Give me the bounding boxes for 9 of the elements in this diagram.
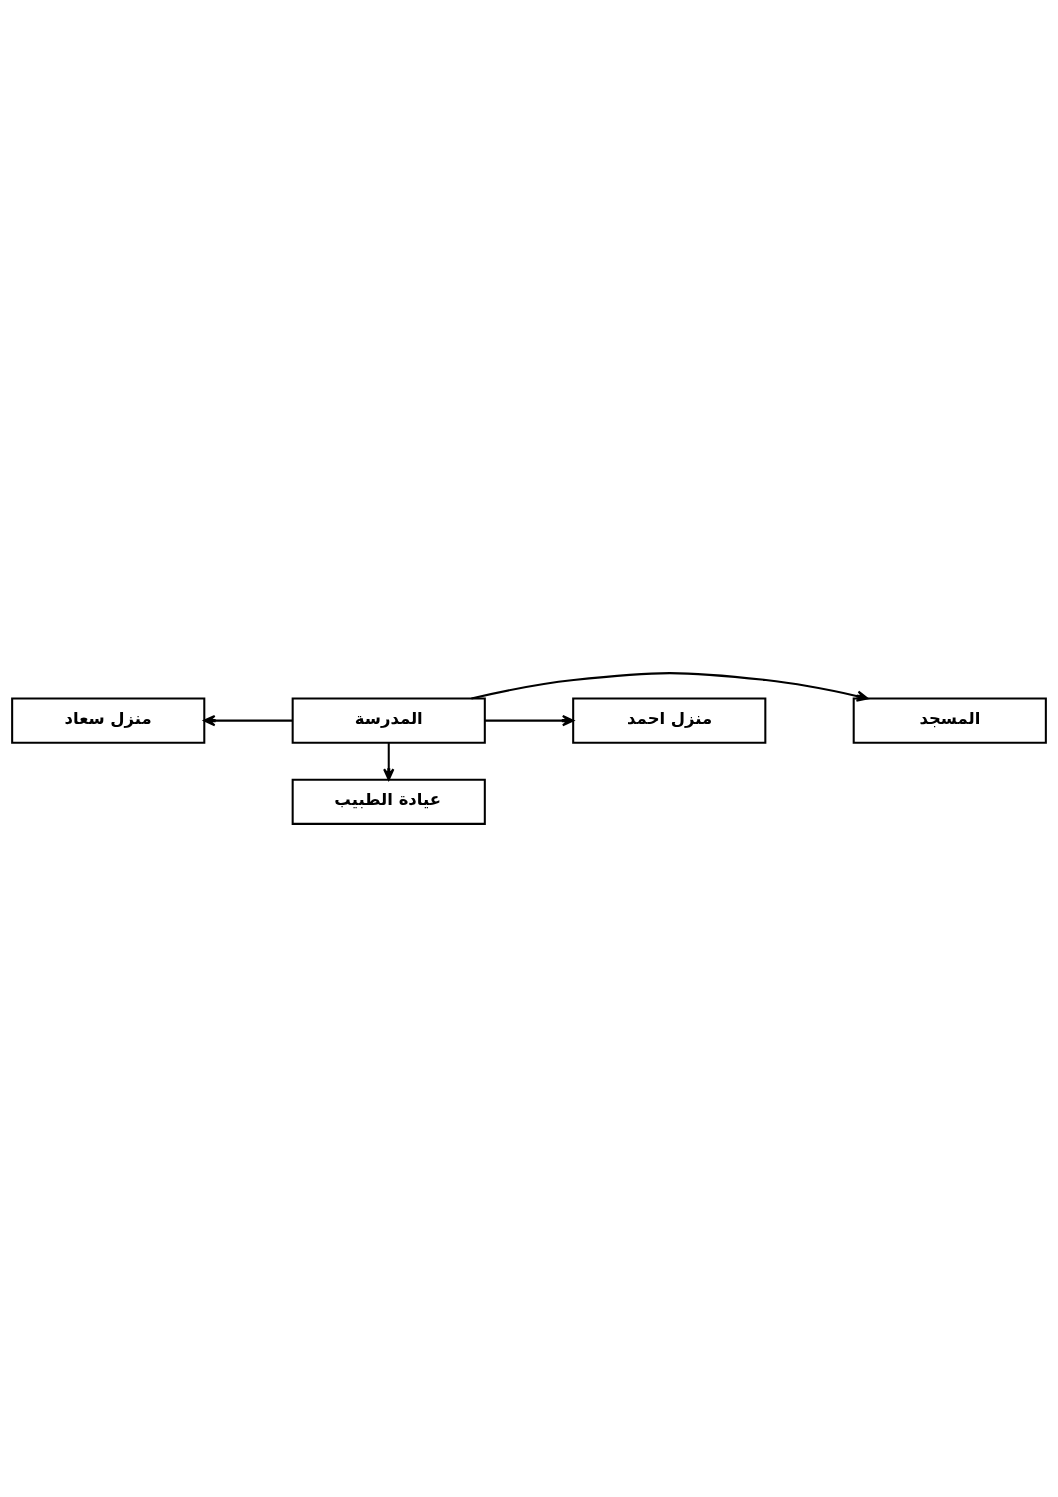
node-box: المدرسة [291,697,486,744]
arrow [484,714,575,727]
arrow [203,714,293,727]
node-box: منزل سعاد [11,697,206,744]
node-box: المسجد [852,697,1047,744]
arrow [471,672,869,702]
node-box: منزل احمد [572,697,767,744]
arrow [383,742,395,781]
node-box: عيادة الطبيب [291,778,486,825]
